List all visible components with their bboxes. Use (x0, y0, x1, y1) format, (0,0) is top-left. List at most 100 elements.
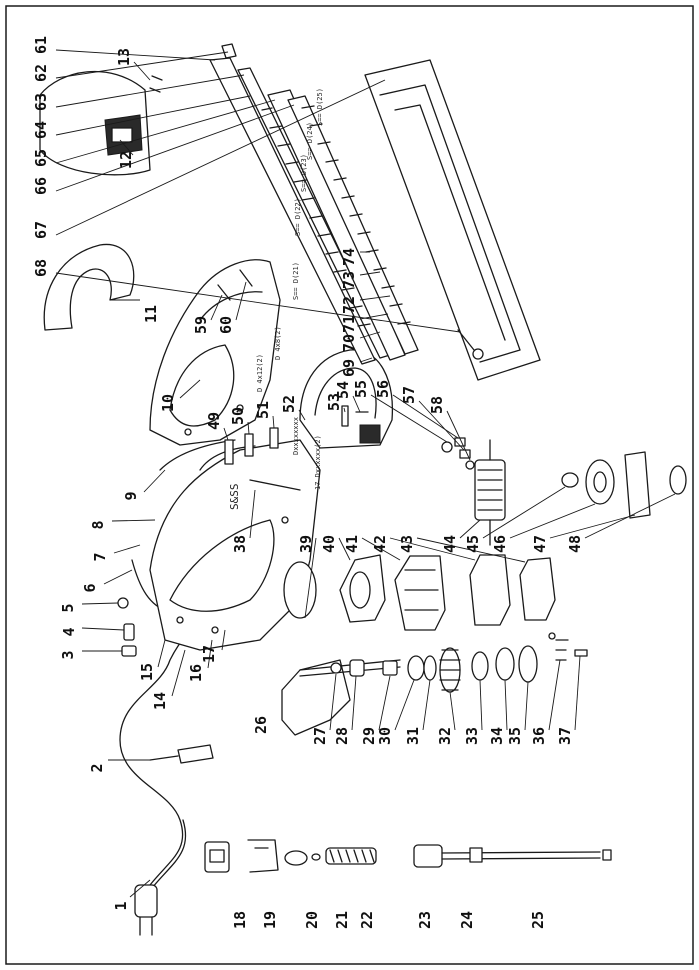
callout-74: 74 (340, 248, 358, 266)
frame-ring (469, 554, 511, 626)
callout-5: 5 (59, 603, 77, 612)
callout-17: 17 (200, 645, 218, 663)
callout-4: 4 (60, 627, 78, 636)
callout-31: 31 (404, 727, 422, 745)
hand-shield (39, 70, 151, 176)
blade-mark: D 4x12(2) (256, 354, 264, 392)
gear-housing (281, 659, 401, 736)
handle-guard (43, 243, 135, 331)
callout-22: 22 (358, 911, 376, 929)
switch (204, 841, 230, 873)
callout-10: 10 (159, 394, 177, 412)
cord-clamps (117, 597, 137, 657)
blade-mark: Dxxxxxxxx (292, 417, 300, 455)
callout-67: 67 (32, 221, 50, 239)
callout-3: 3 (59, 650, 77, 659)
bushing-23 (413, 844, 443, 868)
callout-70: 70 (340, 334, 358, 352)
blade-mark: D 4x8(2) (274, 326, 282, 360)
callout-51: 51 (254, 401, 272, 419)
blade-mark: S== D(24) (306, 122, 314, 160)
blade-mark: S== D(23) (300, 154, 308, 192)
callout-57: 57 (400, 386, 418, 404)
callout-15: 15 (138, 663, 156, 681)
callout-30: 30 (376, 727, 394, 745)
motor-cover (624, 451, 651, 519)
blade-mark: 17 Dxxxxxx(2) (314, 435, 322, 490)
callout-37: 37 (556, 727, 574, 745)
callout-32: 32 (436, 727, 454, 745)
callout-20: 20 (303, 911, 321, 929)
cord-sleeve (149, 744, 214, 764)
callout-49: 49 (205, 412, 223, 430)
cutter-blades (261, 89, 419, 361)
blade-sheath (364, 59, 541, 381)
callout-9: 9 (122, 491, 140, 500)
gear-train (330, 632, 588, 693)
screws-59-60 (217, 269, 253, 301)
callout-58: 58 (428, 396, 446, 414)
callout-34: 34 (488, 727, 506, 745)
rear-handle (299, 349, 394, 449)
callout-27: 27 (311, 727, 329, 745)
callout-63: 63 (32, 93, 50, 111)
callout-19: 19 (261, 911, 279, 929)
callout-14: 14 (151, 692, 169, 710)
callout-71: 71 (340, 315, 358, 333)
callout-54: 54 (334, 381, 352, 399)
callout-1: 1 (112, 901, 130, 910)
bolt-68 (457, 329, 484, 360)
armature (474, 439, 506, 546)
callout-65: 65 (32, 149, 50, 167)
callout-72: 72 (340, 296, 358, 314)
blade-marks: S== D(25)S== D(24)S== D(23)S== D(22)S== … (256, 88, 324, 490)
guide-bars (209, 43, 391, 365)
spring-22 (325, 847, 377, 865)
washer-20 (284, 850, 308, 866)
bearing-45 (561, 472, 579, 488)
callout-11: 11 (142, 305, 160, 323)
stator (394, 555, 446, 631)
leader-lines (55, 49, 676, 898)
callout-26: 26 (252, 716, 270, 734)
callout-36: 36 (530, 727, 548, 745)
callout-66: 66 (32, 177, 50, 195)
callout-6: 6 (81, 583, 99, 592)
end-cap-25 (602, 849, 612, 861)
callout-41: 41 (343, 535, 361, 553)
callout-28: 28 (333, 727, 351, 745)
callout-35: 35 (506, 727, 524, 745)
fan (585, 459, 615, 505)
callout-42: 42 (371, 535, 389, 553)
callout-18: 18 (231, 911, 249, 929)
brush-plate (283, 561, 317, 619)
callout-39: 39 (297, 535, 315, 553)
lever-bar (249, 479, 301, 491)
power-cord-plug (119, 624, 201, 936)
callout-47: 47 (531, 535, 549, 553)
callout-43: 43 (398, 535, 416, 553)
callout-40: 40 (320, 535, 338, 553)
callout-12: 12 (117, 151, 135, 169)
callout-29: 29 (360, 727, 378, 745)
callout-33: 33 (463, 727, 481, 745)
blade-mark: S== D(25) (316, 88, 324, 126)
callout-50: 50 (229, 407, 247, 425)
callout-61: 61 (32, 36, 50, 54)
field-housing (339, 554, 386, 623)
page-frame (5, 5, 694, 965)
callout-48: 48 (566, 535, 584, 553)
callout-56: 56 (374, 380, 392, 398)
callout-69: 69 (340, 359, 358, 377)
rod-24 (441, 847, 601, 863)
end-cap-48 (669, 465, 687, 495)
switch-lever (247, 839, 279, 873)
callout-68: 68 (32, 259, 50, 277)
callout-38: 38 (231, 535, 249, 553)
callout-62: 62 (32, 64, 50, 82)
ring-21 (311, 853, 321, 861)
callout-8: 8 (89, 520, 107, 529)
callout-46: 46 (491, 535, 509, 553)
brush-parts (341, 405, 475, 470)
